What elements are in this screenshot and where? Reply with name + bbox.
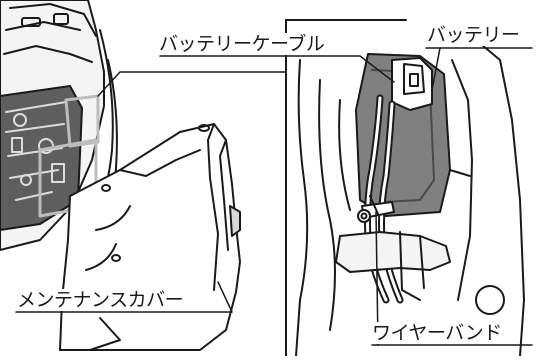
detail-view	[295, 39, 525, 357]
label-wire-band: ワイヤーバンド	[371, 322, 503, 344]
label-maintenance-cover: メンテナンスカバー	[16, 289, 185, 311]
label-battery: バッテリー	[426, 24, 521, 46]
detail-frame	[285, 19, 407, 357]
leader-lines	[15, 47, 533, 346]
leader-cover-region	[97, 71, 287, 97]
label-battery-cable: バッテリーケーブル	[158, 33, 326, 55]
